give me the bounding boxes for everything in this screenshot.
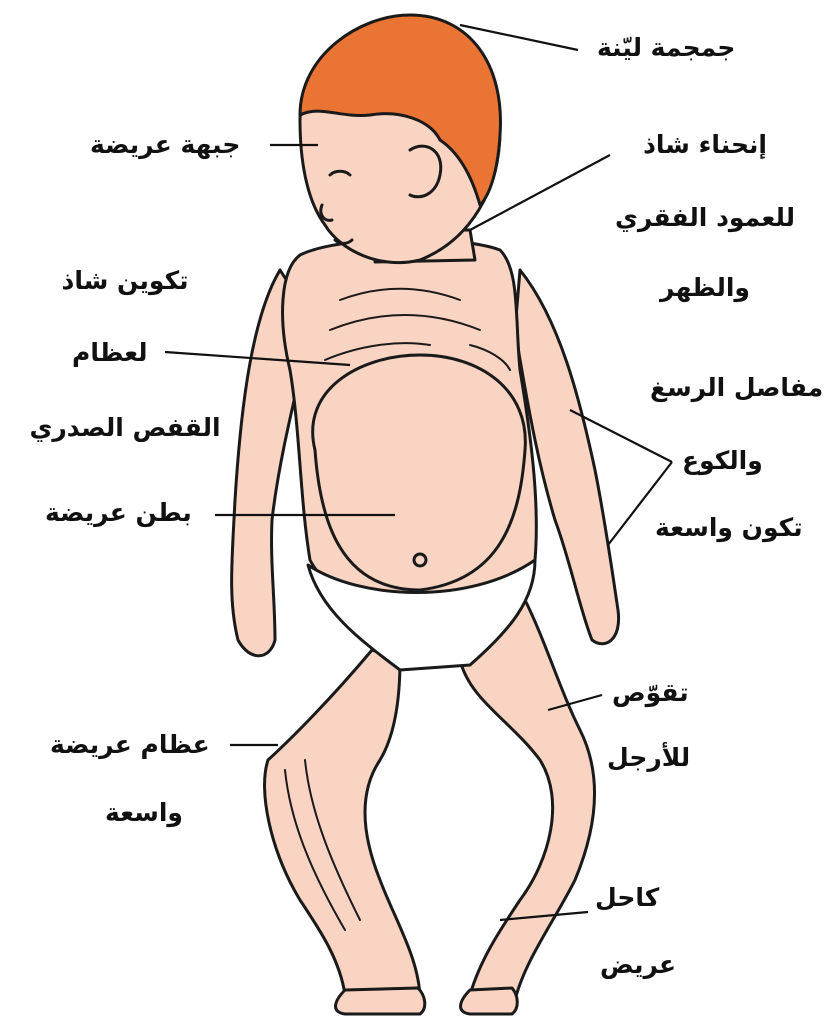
label-wide-bones-line1: عظام عريضة [50,732,210,757]
label-spine-curvature-line1: إنحناء شاذ [600,132,810,157]
label-wide-forehead: جبهة عريضة [90,132,240,157]
label-spine-curvature-line3: والظهر [600,275,810,300]
label-wide-bones-line2: واسعة [105,800,183,825]
label-rib-cage-line1: تكوين شاذ [20,268,230,293]
left-foot [461,988,518,1014]
label-bowed-legs-line1: تقوّص [612,680,689,705]
label-rib-cage-line3: القفص الصدري [20,415,230,440]
label-bowed-legs-line2: للأرجل [607,745,690,770]
right-leg [265,650,420,1000]
label-wide-ankle-line1: كاحل [595,885,659,910]
label-wide-belly: بطن عريضة [45,500,192,525]
label-wide-ankle-line2: عريض [600,952,676,977]
navel [414,554,426,566]
label-wrist-joints-line3: تكون واسعة [655,515,803,540]
left-leg [460,600,594,1000]
label-soft-skull: جمجمة ليّنة [597,35,735,60]
label-wrist-joints-line1: مفاصل الرسغ [650,375,823,400]
label-wrist-joints-line2: والكوع [682,448,763,473]
label-spine-curvature-line2: للعمود الفقري [600,205,810,230]
right-foot [336,988,425,1014]
label-rib-cage-line2: لعظام [72,340,148,365]
